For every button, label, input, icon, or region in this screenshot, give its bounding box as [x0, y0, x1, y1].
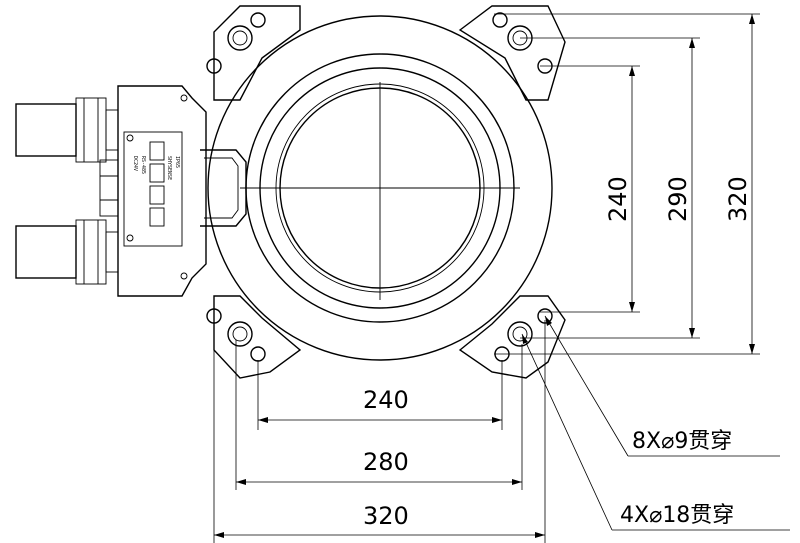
dim-v240: 240 [604, 176, 632, 222]
large-hole-tl [227, 25, 253, 51]
dim-v290: 290 [664, 176, 692, 222]
nameplate-line-3: IP65 [174, 156, 180, 168]
flange-bottom-right [458, 295, 566, 379]
flange-bottom-left [213, 295, 302, 379]
cable-slot [200, 149, 247, 227]
terminal-box: RS-485 DC24V IP65 SHYSENSE [99, 85, 207, 297]
small-hole-3 [492, 12, 508, 28]
terminal-housing [117, 85, 207, 297]
large-hole-bl [227, 321, 253, 347]
cable-gland-bottom [15, 219, 119, 285]
dim-h240: 240 [363, 386, 409, 414]
horizontal-dimensions: 240 280 320 [213, 316, 546, 543]
dim-v320: 320 [724, 176, 752, 222]
callout-large-holes: 4X⌀18贯穿 [620, 503, 734, 528]
flange-top-right [458, 5, 566, 101]
callout-small-holes: 8X⌀9贯穿 [632, 429, 732, 454]
cable-gland-top [15, 97, 119, 163]
leader-small-holes [544, 315, 629, 457]
nameplate-line-2: DC24V [132, 156, 138, 171]
connector-strip [99, 159, 119, 217]
sensor-body [200, 5, 566, 379]
dim-h280: 280 [363, 448, 409, 476]
large-hole-br [507, 321, 533, 347]
nameplate-line-4: SHYSENSE [166, 156, 172, 180]
leader-large-holes [521, 333, 613, 531]
small-hole-2 [250, 12, 266, 28]
dim-h320: 320 [363, 502, 409, 530]
nameplate [123, 131, 183, 247]
nameplate-line-1: RS-485 [140, 156, 146, 174]
small-hole-6 [250, 346, 266, 362]
callouts: 8X⌀9贯穿 4X⌀18贯穿 [521, 315, 790, 531]
outer-ring [207, 15, 553, 361]
cable-slot-inner [204, 157, 239, 219]
flange-top-left [213, 5, 301, 101]
vertical-dimensions: 240 290 320 [494, 13, 760, 355]
small-hole-1 [206, 58, 222, 74]
